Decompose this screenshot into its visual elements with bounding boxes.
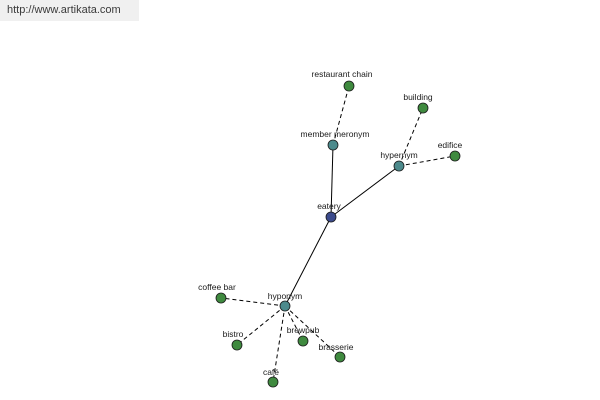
- edge-eatery-to-member-meronym: [330, 144, 334, 218]
- node-label-edifice: edifice: [438, 140, 463, 150]
- node-hypernym[interactable]: hypernym: [380, 150, 418, 172]
- node-label-cafe: café: [263, 367, 279, 377]
- node-dot-restaurant-chain[interactable]: [343, 80, 355, 92]
- node-label-building: building: [403, 92, 433, 102]
- node-bistro[interactable]: bistro: [223, 329, 244, 351]
- node-label-hypernym: hypernym: [380, 150, 417, 160]
- node-dot-hyponym[interactable]: [279, 300, 291, 312]
- edge-hyponym-to-bistro: [236, 305, 286, 346]
- node-edifice[interactable]: edifice: [438, 140, 463, 162]
- node-label-member-meronym: member meronym: [301, 129, 370, 139]
- edge-hyponym-to-cafe: [272, 305, 286, 383]
- graph-nodes: eatery member meronym hypernym hyponym resta…: [198, 69, 463, 388]
- node-building[interactable]: building: [403, 92, 433, 114]
- node-label-coffee-bar: coffee bar: [198, 282, 236, 292]
- node-dot-coffee-bar[interactable]: [215, 292, 227, 304]
- node-dot-edifice[interactable]: [449, 150, 461, 162]
- node-hyponym[interactable]: hyponym: [268, 291, 303, 312]
- edge-eatery-to-hyponym: [284, 216, 332, 307]
- edge-hyponym-to-coffee-bar: [220, 297, 286, 307]
- node-dot-member-meronym[interactable]: [327, 139, 339, 151]
- node-coffee-bar[interactable]: coffee bar: [198, 282, 236, 304]
- node-label-brasserie: brasserie: [319, 342, 354, 352]
- node-restaurant-chain[interactable]: restaurant chain: [312, 69, 373, 92]
- edge-hypernym-to-building: [398, 107, 424, 167]
- node-member-meronym[interactable]: member meronym: [301, 129, 370, 151]
- node-dot-brasserie[interactable]: [334, 351, 346, 363]
- edge-member-meronym-to-restaurant-chain: [332, 85, 350, 146]
- node-label-brewpub: brewpub: [287, 325, 320, 335]
- edge-hyponym-to-brasserie: [284, 305, 341, 358]
- node-label-restaurant-chain: restaurant chain: [312, 69, 373, 79]
- node-brewpub[interactable]: brewpub: [287, 325, 320, 347]
- edge-hypernym-to-edifice: [398, 155, 456, 167]
- node-label-hyponym: hyponym: [268, 291, 303, 301]
- node-label-eatery: eatery: [317, 201, 341, 211]
- edge-hyponym-to-brewpub: [284, 305, 304, 342]
- node-brasserie[interactable]: brasserie: [319, 342, 354, 363]
- node-dot-bistro[interactable]: [231, 339, 243, 351]
- node-dot-cafe[interactable]: [267, 376, 279, 388]
- source-link[interactable]: http://www.artikata.com: [0, 0, 139, 21]
- node-dot-building[interactable]: [417, 102, 429, 114]
- graph-edges: [220, 85, 456, 383]
- node-cafe[interactable]: café: [263, 367, 279, 388]
- node-label-bistro: bistro: [223, 329, 244, 339]
- node-dot-brewpub[interactable]: [297, 335, 309, 347]
- node-dot-eatery[interactable]: [325, 211, 337, 223]
- node-eatery[interactable]: eatery: [317, 201, 342, 223]
- node-dot-hypernym[interactable]: [393, 160, 405, 172]
- edge-eatery-to-hypernym: [330, 165, 400, 218]
